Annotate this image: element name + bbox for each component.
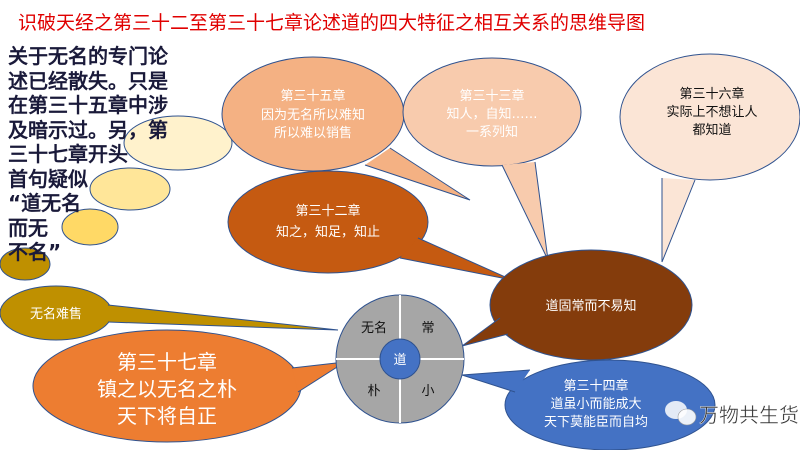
decor-bubble	[123, 115, 233, 171]
ch36-line3: 都知道	[692, 122, 731, 138]
ch34-line3: 天下莫能臣而自均	[544, 415, 648, 430]
nameless-text: 无名难售	[30, 306, 82, 322]
side-note-line: 在第三十五章中涉	[8, 93, 168, 117]
ch36-line2: 实际上不想让人	[666, 104, 757, 120]
side-note-line: 不名”	[8, 240, 62, 264]
node-ch34[interactable]: 第三十四章 道虽小而能成大 天下莫能臣而自均	[461, 359, 716, 450]
node-nameless[interactable]: 无名难售	[0, 285, 339, 341]
side-note-line: 及暗示过。另，第	[8, 117, 168, 142]
watermark-text: 万物共生货	[699, 403, 799, 427]
dao-circle[interactable]: 道 无名 常 朴 小	[335, 294, 465, 424]
ch34-line1: 第三十四章	[563, 378, 628, 394]
circle-q4: 小	[421, 384, 434, 399]
decor-bubble	[61, 208, 119, 246]
side-note: 关于无名的专门论 述已经散失。只是 在第三十五章中涉 及暗示过。另，第 三十七章…	[8, 44, 168, 265]
ch32-line1: 第三十二章	[295, 203, 360, 219]
decor-bubble	[0, 247, 51, 281]
page-title: 识破天经之第三十二至第三十七章论述道的四大特征之相互关系的思维导图	[18, 12, 646, 34]
circle-center-text: 道	[393, 353, 406, 368]
ch35-line1: 第三十五章	[280, 88, 345, 104]
circle-q1: 无名	[361, 320, 387, 336]
watermark: 万物共生货	[665, 401, 799, 427]
ch37-line2: 镇之以无名之朴	[97, 377, 237, 401]
ch34-line2: 道虽小而能成大	[550, 397, 641, 412]
circle-q2: 常	[421, 321, 434, 336]
ch36-line1: 第三十六章	[679, 86, 744, 102]
ch37-line3: 天下将自正	[117, 404, 217, 428]
dao-constant-text: 道固常而不易知	[545, 298, 636, 314]
node-ch32[interactable]: 第三十二章 知之，知足，知止	[227, 170, 513, 281]
side-note-line: 首句疑似	[8, 166, 88, 191]
ch35-line3: 所以难以销售	[274, 125, 352, 141]
ch33-line1: 第三十三章	[459, 88, 524, 104]
ch33-line2: 知人，自知……	[446, 106, 537, 122]
node-ch37[interactable]: 第三十七章 镇之以无名之朴 天下将自正	[32, 329, 346, 443]
ch35-line2: 因为无名所以难知	[261, 107, 365, 123]
node-ch33[interactable]: 第三十三章 知人，自知…… 一系列知	[402, 57, 582, 261]
ch33-line3: 一系列知	[466, 124, 518, 140]
side-note-line: “道无名	[8, 191, 82, 215]
decor-bubble	[89, 167, 171, 211]
circle-q3: 朴	[367, 384, 380, 399]
side-note-line: 三十七章开头	[8, 142, 128, 166]
node-ch36[interactable]: 第三十六章 实际上不想让人 都知道	[619, 53, 800, 263]
ch37-line1: 第三十七章	[117, 350, 217, 374]
side-note-line: 而无	[8, 215, 48, 240]
node-dao-constant[interactable]: 道固常而不易知	[461, 249, 693, 361]
ch32-line2: 知之，知足，知止	[276, 224, 380, 240]
wechat-icon-small	[677, 408, 697, 426]
side-note-line: 关于无名的专门论	[8, 44, 168, 68]
side-note-line: 述已经散失。只是	[8, 68, 168, 93]
